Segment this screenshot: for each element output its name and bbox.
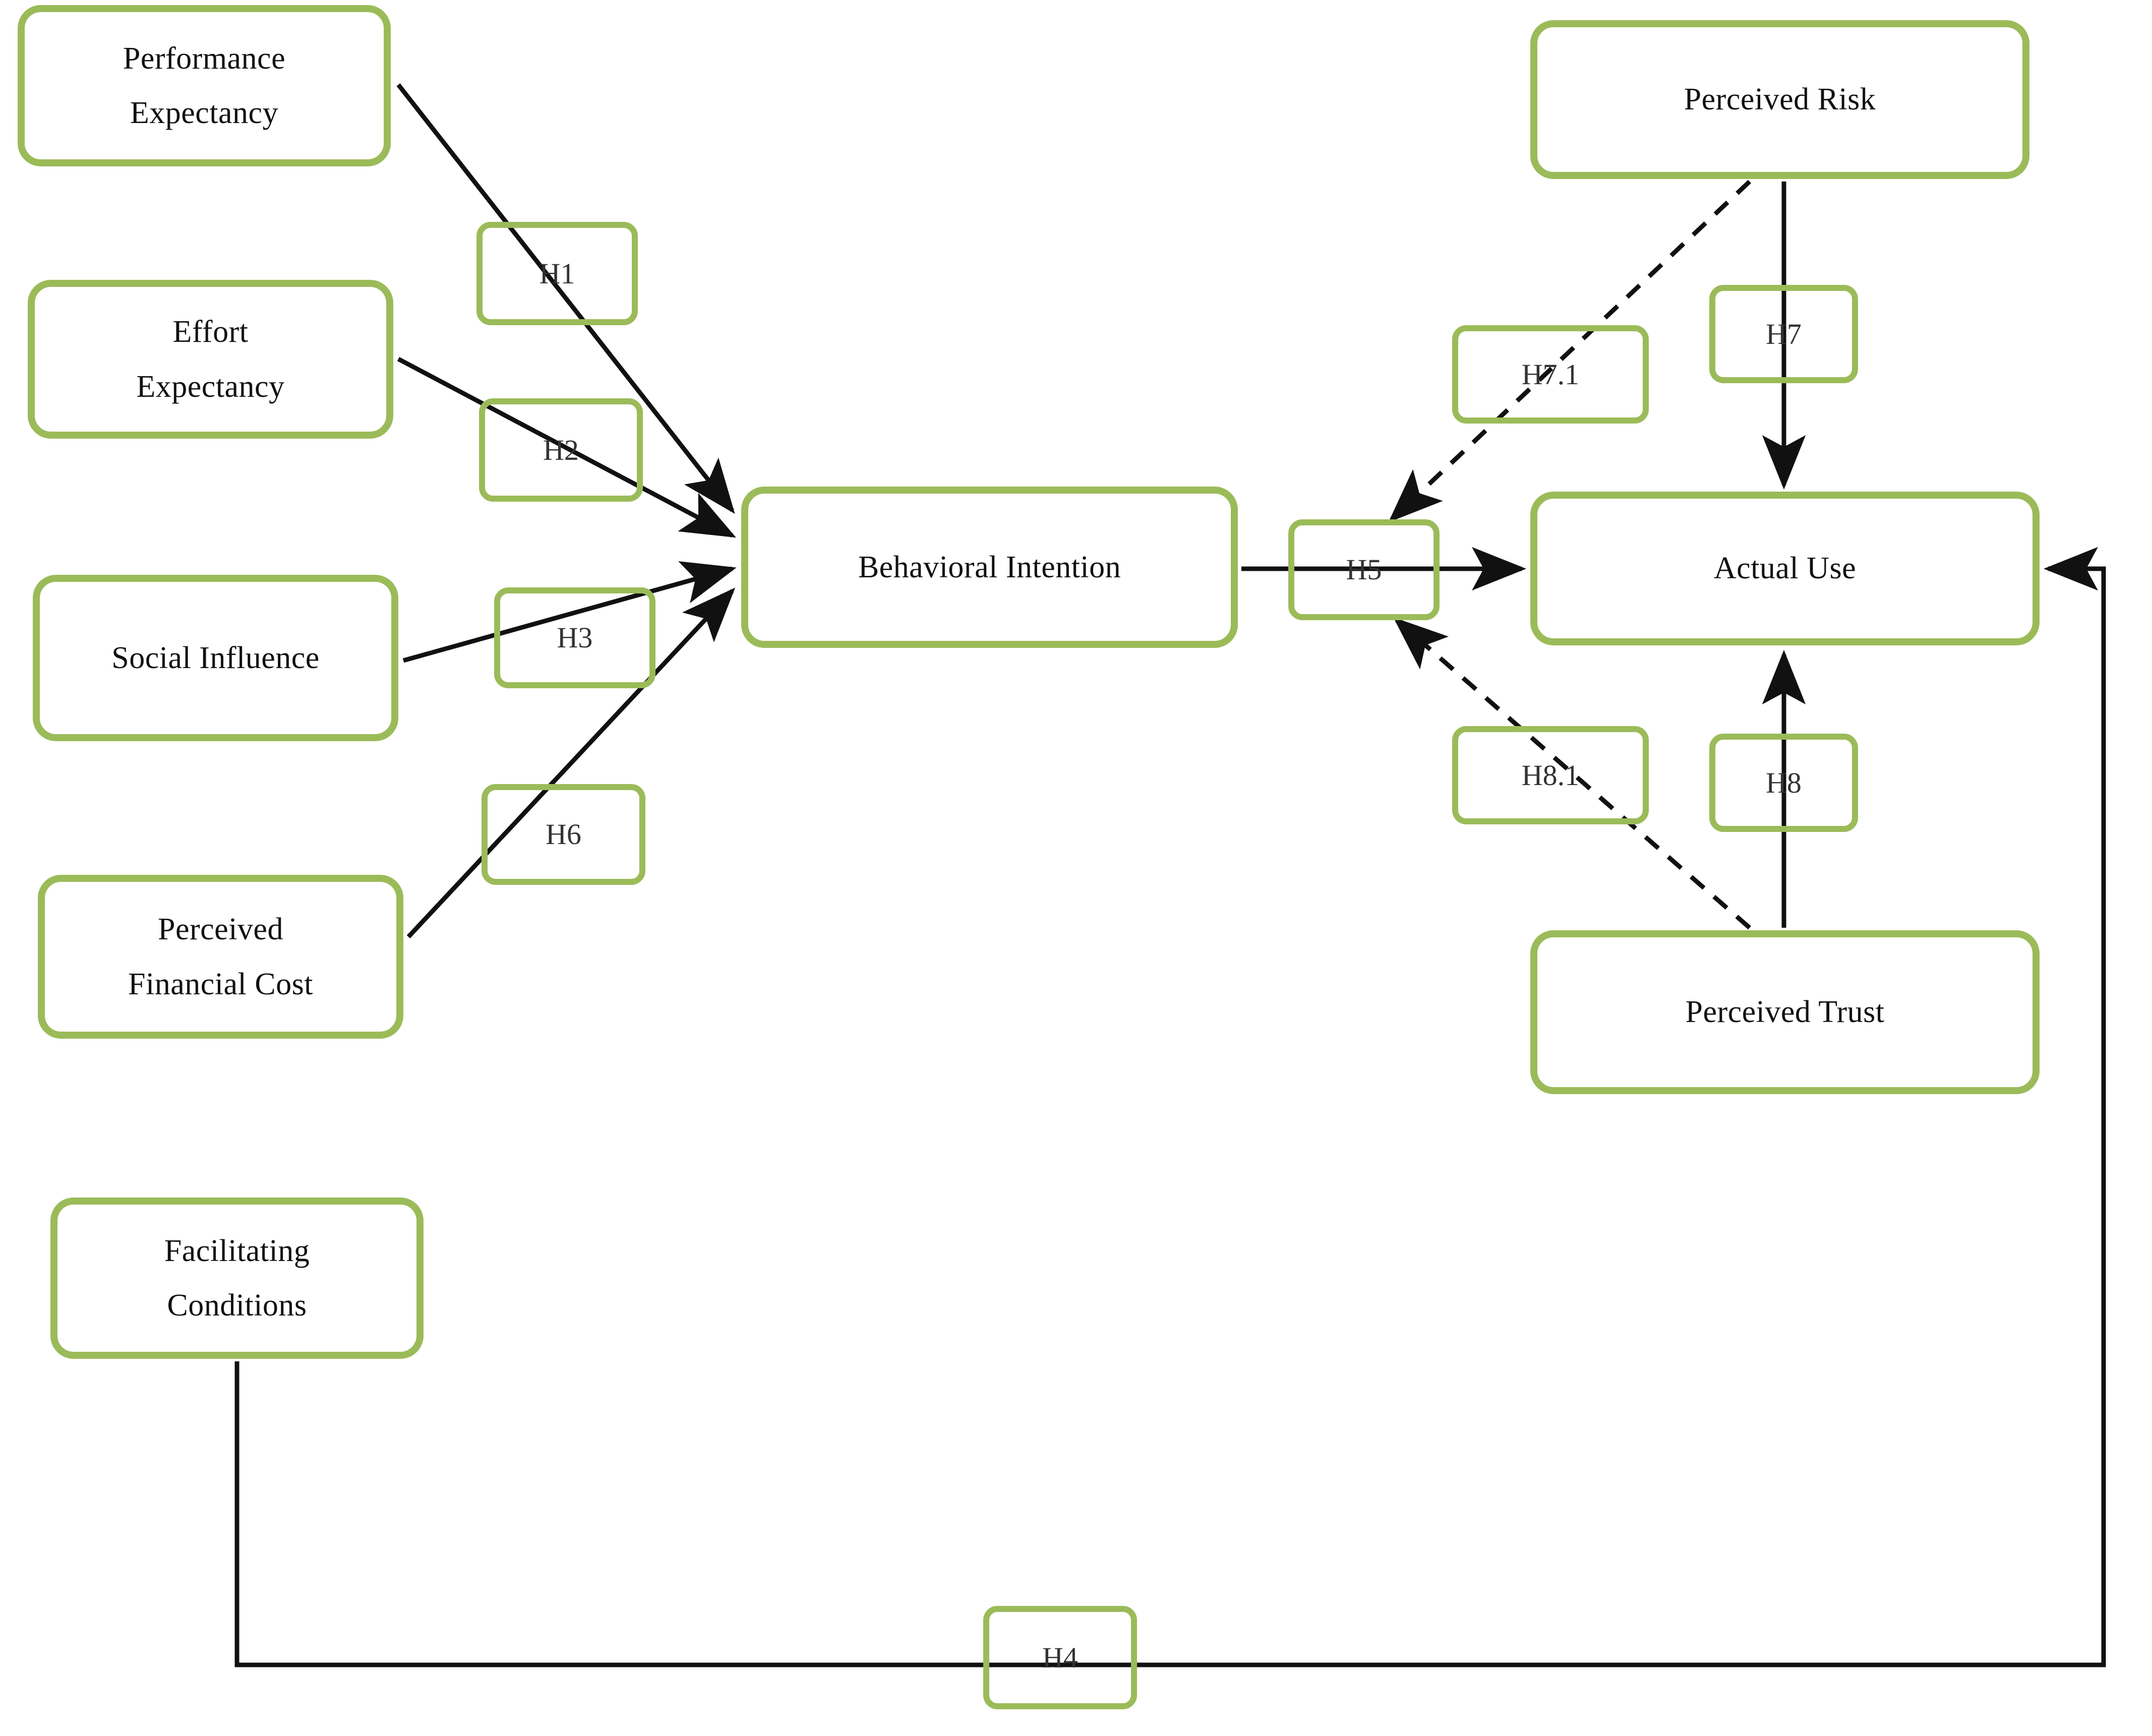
hypothesis-label-text: H5 (1346, 553, 1382, 586)
edge-h1 (396, 83, 735, 514)
hypothesis-label-h7-1[interactable]: H7.1 (1452, 325, 1649, 424)
node-label: Actual Use (1713, 551, 1857, 586)
node-label: Performance Expectancy (123, 41, 286, 131)
hypothesis-label-text: H7.1 (1521, 357, 1580, 391)
node-label: Facilitating Conditions (164, 1233, 310, 1323)
hypothesis-label-text: H2 (543, 433, 579, 466)
hypothesis-label-h3[interactable]: H3 (494, 587, 655, 688)
hypothesis-label-h5[interactable]: H5 (1288, 519, 1440, 620)
edge-h6 (406, 587, 736, 939)
node-facilitating-conditions[interactable]: Facilitating Conditions (50, 1198, 424, 1359)
node-label: Perceived Financial Cost (128, 912, 313, 1001)
node-effort-expectancy[interactable]: Effort Expectancy (28, 280, 393, 439)
hypothesis-label-text: H7 (1766, 317, 1802, 350)
hypothesis-label-h4[interactable]: H4 (983, 1606, 1137, 1709)
hypothesis-label-text: H1 (539, 257, 575, 290)
node-label: Behavioral Intention (858, 550, 1121, 584)
hypothesis-label-h8-1[interactable]: H8.1 (1452, 726, 1649, 824)
hypothesis-label-h6[interactable]: H6 (482, 784, 645, 885)
hypothesis-label-h7[interactable]: H7 (1709, 285, 1858, 383)
node-label: Perceived Trust (1685, 995, 1885, 1030)
edge-h4 (234, 547, 2106, 1667)
node-behavioral-intention[interactable]: Behavioral Intention (741, 487, 1238, 648)
hypothesis-label-h2[interactable]: H2 (479, 398, 643, 502)
hypothesis-label-text: H4 (1042, 1641, 1078, 1674)
edge-h7-1 (1388, 179, 1752, 523)
edge-h3 (402, 561, 737, 663)
hypothesis-label-h8[interactable]: H8 (1709, 734, 1858, 832)
node-perceived-financial-cost[interactable]: Perceived Financial Cost (38, 875, 403, 1039)
hypothesis-label-h1[interactable]: H1 (476, 222, 638, 325)
edge-h2 (397, 357, 736, 538)
hypothesis-label-text: H3 (557, 621, 593, 654)
hypothesis-label-text: H8 (1766, 766, 1802, 799)
node-actual-use[interactable]: Actual Use (1530, 492, 2040, 645)
node-label: Social Influence (111, 640, 320, 675)
node-social-influence[interactable]: Social Influence (33, 575, 398, 741)
node-performance-expectancy[interactable]: Performance Expectancy (18, 5, 391, 166)
hypothesis-label-text: H6 (546, 818, 581, 851)
node-label: Perceived Risk (1684, 82, 1876, 117)
node-label: Effort Expectancy (136, 315, 285, 404)
node-perceived-trust[interactable]: Perceived Trust (1530, 930, 2040, 1094)
node-perceived-risk[interactable]: Perceived Risk (1530, 20, 2029, 179)
hypothesis-label-text: H8.1 (1521, 758, 1580, 792)
